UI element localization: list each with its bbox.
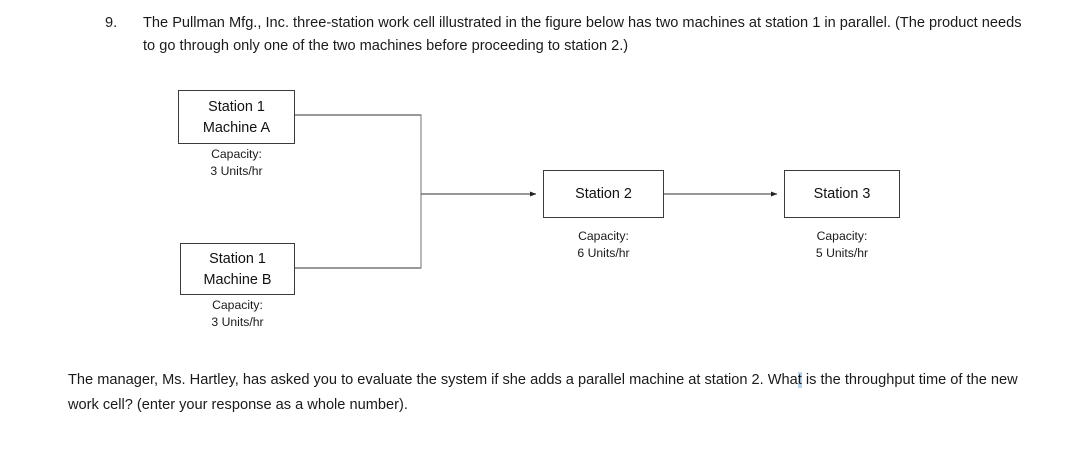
capacity-caption: Capacity: [816,229,868,243]
capacity-station1-machine-a: Capacity: 3 Units/hr [178,146,295,179]
capacity-station2: Capacity: 6 Units/hr [543,228,664,261]
capacity-caption: Capacity: [211,147,262,161]
closing-text-part1: The manager, Ms. Hartley, has asked you … [68,372,798,388]
capacity-station3: Capacity: 5 Units/hr [784,228,900,261]
question-stem-row: 9. The Pullman Mfg., Inc. three-station … [105,12,1030,57]
capacity-value: 6 Units/hr [577,245,630,260]
node-station3: Station 3 [784,170,900,218]
capacity-value: 3 Units/hr [211,314,264,329]
node-label-line2: Machine B [203,271,272,288]
closing-text-part2: is the throughput time of the new work c… [68,372,1018,413]
node-station1-machine-a: Station 1 Machine A [178,90,295,144]
node-label-line1: Station 3 [813,186,871,202]
question-text: The Pullman Mfg., Inc. three-station wor… [143,15,1022,54]
node-label-line1: Station 1 [208,98,265,115]
question-stem: 9. The Pullman Mfg., Inc. three-station … [105,12,1030,57]
node-label-line2: Machine A [202,119,271,136]
capacity-value: 3 Units/hr [210,163,263,178]
selected-text-highlight: t [797,372,802,388]
question-number: 9. [105,15,118,31]
capacity-caption: Capacity: [212,298,263,312]
node-station2: Station 2 [543,170,664,218]
capacity-station1-machine-b: Capacity: 3 Units/hr [180,297,295,330]
node-label-line1: Station 1 [209,250,266,267]
closing-paragraph: The manager, Ms. Hartley, has asked you … [68,368,1028,418]
node-station1-machine-b: Station 1 Machine B [180,243,295,295]
capacity-value: 5 Units/hr [815,245,869,260]
capacity-caption: Capacity: [578,229,629,243]
node-label-line1: Station 2 [575,186,632,202]
